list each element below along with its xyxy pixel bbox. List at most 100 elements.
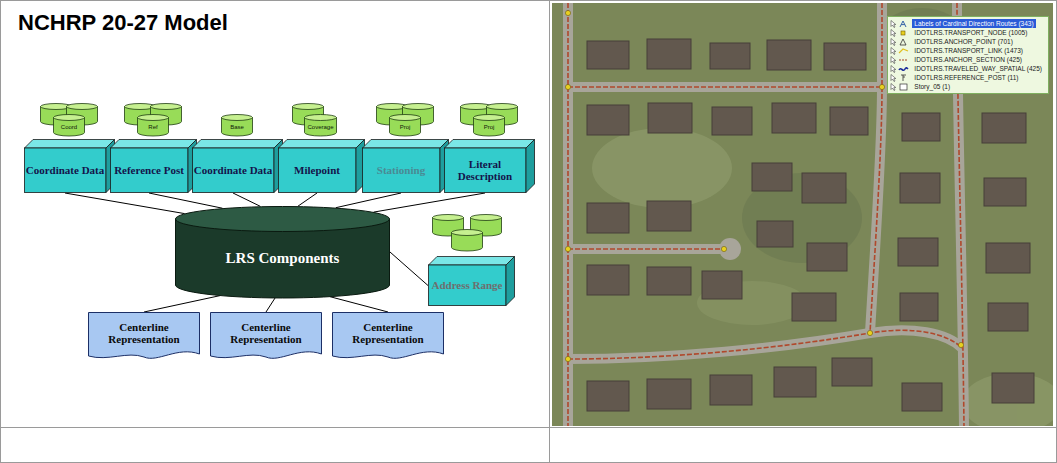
cylinder-top xyxy=(474,115,505,121)
text-area: Literal Description xyxy=(445,148,525,192)
text-area: LRS Components xyxy=(183,226,382,290)
cube-top xyxy=(111,140,197,149)
map-legend: Labels of Cardinal Direction Routes (343… xyxy=(887,16,1049,94)
cylinder-top xyxy=(151,104,182,110)
cylinder-top xyxy=(138,115,169,121)
cylinder-top xyxy=(54,115,85,121)
data-cube: Coordinate Data xyxy=(192,139,283,193)
node-label: Milepoint xyxy=(294,164,340,176)
text-area: Proj xyxy=(390,120,420,135)
node-label: Literal Description xyxy=(445,158,525,182)
cylinder-top xyxy=(222,115,253,121)
text-area: Reference Post xyxy=(111,148,187,192)
cube-top xyxy=(363,140,449,149)
cylinder-top xyxy=(390,115,421,121)
text-area: Coverage xyxy=(305,120,336,135)
text-area: Coord xyxy=(54,120,84,135)
text-area: Milepoint xyxy=(279,148,355,192)
cylinder-top xyxy=(293,104,324,110)
database-cylinder: Coverage xyxy=(304,114,337,136)
data-cube: Reference Post xyxy=(110,139,197,193)
legend-row: Story_05 (1) xyxy=(890,82,1044,91)
legend-icon xyxy=(890,29,910,37)
document-shape xyxy=(333,313,444,359)
cursor-icon xyxy=(891,20,896,27)
node-label: Address Range xyxy=(431,279,502,291)
node-label: Proj xyxy=(400,124,411,131)
cube-top xyxy=(279,140,365,149)
cylinder-top xyxy=(176,207,390,232)
legend-row: IDOTLRS.ANCHOR_SECTION (425) xyxy=(890,55,1044,64)
cube-front xyxy=(445,148,527,193)
text-area: Centerline Representation xyxy=(91,313,197,353)
post-symbol xyxy=(901,75,906,81)
node-label: Coordinate Data xyxy=(194,164,273,176)
central-database: LRS Components xyxy=(175,206,390,298)
cursor-icon xyxy=(891,38,896,45)
legend-icon xyxy=(890,74,910,82)
database-cylinder: Ref xyxy=(137,114,169,136)
legend-label: IDOTLRS.ANCHOR_SECTION (425) xyxy=(912,55,1024,64)
text-area: Base xyxy=(222,120,252,135)
document-box: Centerline Representation xyxy=(332,312,444,362)
cube-top xyxy=(25,140,115,149)
cylinder-top xyxy=(452,230,483,236)
legend-row: IDOTLRS.TRANSPORT_LINK (1473) xyxy=(890,46,1044,55)
legend-icon xyxy=(890,47,910,55)
legend-row: Labels of Cardinal Direction Routes (343… xyxy=(890,19,1044,28)
document-box: Centerline Representation xyxy=(88,312,200,362)
document-box: Centerline Representation xyxy=(210,312,322,362)
connector-line xyxy=(330,297,388,312)
legend-label: IDOTLRS.TRANSPORT_LINK (1473) xyxy=(912,46,1025,55)
database-cylinder: Base xyxy=(221,114,253,136)
cursor-icon xyxy=(891,83,896,90)
node-label: Centerline Representation xyxy=(91,321,197,345)
node-label: LRS Components xyxy=(226,249,340,267)
cylinder-top xyxy=(471,215,502,221)
node-label: Stationing xyxy=(377,164,425,176)
legend-icon xyxy=(890,65,910,73)
connector-line xyxy=(144,296,220,312)
database-cylinder: Proj xyxy=(389,114,421,136)
node-label: Proj xyxy=(484,124,495,131)
legend-icon xyxy=(890,56,910,64)
legend-icon xyxy=(890,38,910,46)
cylinder-top xyxy=(487,104,518,110)
data-cube: Literal Description xyxy=(444,139,535,193)
connector-line xyxy=(390,252,428,286)
connector-line xyxy=(374,193,485,212)
node-label: Coordinate Data xyxy=(26,164,105,176)
layer-symbol xyxy=(900,84,907,90)
legend-label: IDOTLRS.ANCHOR_POINT (701) xyxy=(912,37,1014,46)
cursor-icon xyxy=(891,74,896,81)
label-symbol xyxy=(900,21,906,27)
cube-front xyxy=(193,148,275,193)
cursor-icon xyxy=(891,29,896,36)
legend-row: IDOTLRS.REFERENCE_POST (11) xyxy=(890,73,1044,82)
cylinder-top xyxy=(433,215,464,221)
cube-top xyxy=(193,140,283,149)
cube-top xyxy=(429,257,515,266)
text-area: Proj xyxy=(474,120,504,135)
database-cylinder: Proj xyxy=(473,114,505,136)
data-cube: Stationing xyxy=(362,139,449,193)
connector-line xyxy=(233,193,260,206)
link-symbol xyxy=(899,49,908,53)
cube-front xyxy=(363,148,441,193)
text-area: Coordinate Data xyxy=(25,148,105,192)
document-shape xyxy=(211,313,322,359)
connector-line xyxy=(336,193,401,208)
legend-icon xyxy=(890,20,910,28)
node-label: Ref xyxy=(148,124,157,131)
legend-row: IDOTLRS.ANCHOR_POINT (701) xyxy=(890,37,1044,46)
legend-label: IDOTLRS.REFERENCE_POST (11) xyxy=(912,73,1020,82)
node-label: Centerline Representation xyxy=(213,321,319,345)
data-cube: Milepoint xyxy=(278,139,365,193)
text-area: Centerline Representation xyxy=(335,313,441,353)
cube-side xyxy=(506,257,515,306)
node-label: Reference Post xyxy=(114,164,184,176)
point-symbol xyxy=(900,39,906,45)
node-label: Centerline Representation xyxy=(335,321,441,345)
cursor-icon xyxy=(891,65,896,72)
